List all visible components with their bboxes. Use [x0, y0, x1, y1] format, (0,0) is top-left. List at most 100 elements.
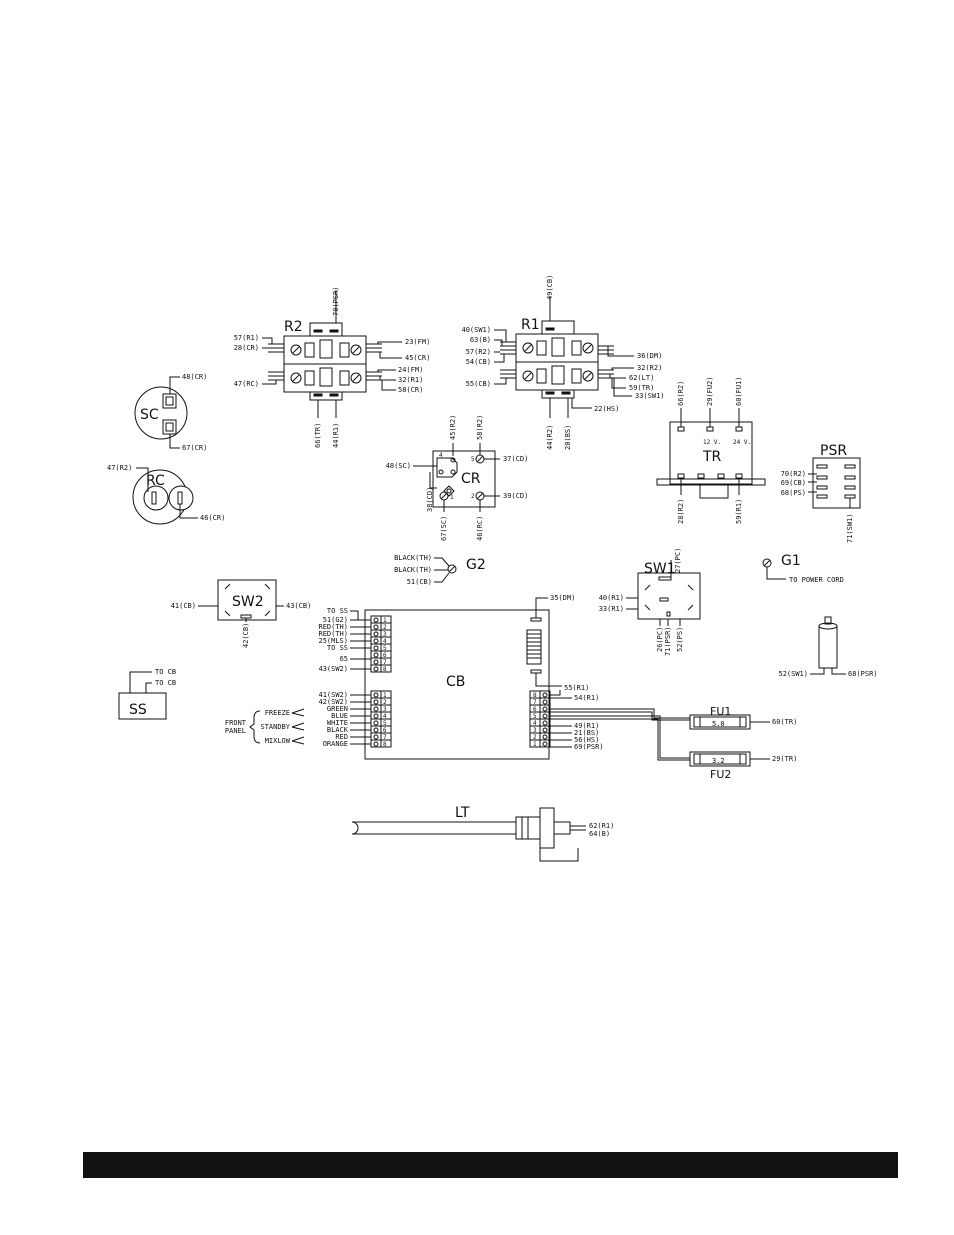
psr-wire-label: 68(PS): [781, 489, 806, 497]
cb-wire-label: 54(R1): [574, 694, 599, 702]
tr-voltage-label: 12 V.: [703, 439, 721, 446]
switch-sw2: SW2 41(CB) 43(CB) 42(CB): [171, 579, 311, 648]
cr-wire-label: 46(RC): [476, 516, 484, 541]
cb-pin: 5: [533, 713, 537, 720]
cb-wire-color: BLUE: [331, 712, 348, 720]
cr-terminal: 2: [471, 493, 475, 500]
cb-pin: 3: [533, 727, 537, 734]
cb-pin: 2: [533, 734, 537, 741]
r1-wire-label: 20(BS): [564, 425, 572, 450]
r2-wire-label: 32(R1): [398, 376, 423, 384]
cb-wire-label: 25(MLS): [318, 637, 348, 645]
cb-pin: 1: [533, 741, 537, 748]
cr-terminal: 4: [439, 452, 443, 459]
tr-wire-label: 28(R2): [677, 499, 685, 524]
lt-label: LT: [455, 805, 470, 821]
r1-wire-label: 36(DM): [637, 352, 662, 360]
cb-wire-label: 56(HS): [574, 736, 599, 744]
r2-wire-label: 70(PSR): [332, 286, 340, 316]
sw1-wire-label: 27(PC): [674, 548, 682, 573]
r1-wire-label: 62(LT): [629, 374, 654, 382]
r2-wire-label: 66(TR): [314, 423, 322, 448]
r1-wire-label: 32(R2): [637, 364, 662, 372]
cb-wire-label: TO SS: [327, 644, 348, 652]
cb-pin: 5: [383, 645, 387, 652]
pressure-switch-ps: 52(SW1) 68(PSR): [778, 616, 878, 678]
cb-pin: 2: [383, 624, 387, 631]
ss-wire-label: TO CB: [155, 668, 176, 676]
cb-wire-color: RED: [335, 733, 348, 741]
start-capacitor-sc: SC 48(CR) 67(CR): [134, 373, 207, 452]
r2-wire-label: 44(R1): [332, 423, 340, 448]
cb-pin: 8: [383, 741, 387, 748]
cb-pin: 8: [383, 666, 387, 673]
r1-wire-label: 59(TR): [629, 384, 654, 392]
tr-label: TR: [702, 449, 722, 465]
transformer-tr: 12 V. 24 V. TR 66(R2) 29(FU2) 60(FU1) 28…: [656, 376, 766, 524]
cb-group-label: STANDBY: [260, 723, 290, 731]
pressure-switch-relay-psr: PSR 70(R2) 69(CB) 68(PS) 71(SW1): [781, 443, 861, 543]
cb-pin: 4: [533, 720, 537, 727]
psr-label: PSR: [820, 443, 847, 459]
r1-wire-label: 55(CB): [466, 380, 491, 388]
r1-wire-label: 63(B): [470, 336, 491, 344]
ps-wire-label: 68(PSR): [848, 670, 878, 678]
rc-label: RC: [146, 473, 165, 489]
cb-wire-color: WHITE: [327, 719, 348, 727]
g1-label: G1: [781, 553, 801, 569]
cb-pin: 4: [383, 713, 387, 720]
g2-wire-label: BLACK(TH): [394, 554, 432, 562]
fuse-fu1: FU1 5.0 60(TR): [689, 705, 797, 730]
tr-wire-label: 60(FU1): [735, 376, 743, 406]
front-panel-label: FRONT: [225, 719, 247, 727]
cb-pin: 7: [383, 734, 387, 741]
tr-wire-label: 29(FU2): [706, 376, 714, 406]
run-capacitor-rc: RC 47(R2) 46(CR): [107, 464, 225, 525]
cb-pin: 6: [383, 727, 387, 734]
sw1-wire-label: 71(PSR): [664, 626, 672, 656]
cr-wire-label: 58(R2): [476, 415, 484, 440]
cb-wire-label: 35(DM): [550, 594, 575, 602]
psr-wire-label: 70(R2): [781, 470, 806, 478]
g2-label: G2: [466, 557, 486, 573]
switch-sw1: SW1 27(PC) 40(R1) 33(R1) 26(PC) 71(PSR) …: [599, 548, 701, 656]
r1-wire-label: 44(R2): [546, 425, 554, 450]
lt-wire-label: 62(R1): [589, 822, 614, 830]
r1-label: R1: [521, 317, 540, 333]
cb-pin: 3: [383, 631, 387, 638]
r2-label: R2: [284, 319, 303, 335]
cb-group-label: MIXLOW: [265, 737, 291, 745]
r2-wire-label: 23(FM): [405, 338, 430, 346]
cb-heatsink-fins: [526, 629, 542, 665]
cb-wire-label: 43(SW2): [318, 665, 348, 673]
cb-pin: 6: [533, 706, 537, 713]
relay-r2: R2 57(R1) 28(CR) 47(RC) 23(FM) 45(CR) 24…: [234, 286, 431, 448]
cb-pin: 4: [383, 638, 387, 645]
r1-wire-label: 33(SW1): [635, 392, 665, 400]
sc-label: SC: [140, 407, 159, 423]
g2-wire-label: BLACK(TH): [394, 566, 432, 574]
cb-label: CB: [446, 674, 465, 690]
cb-wire-label: 51(G2): [323, 616, 348, 624]
cb-pin: 1: [383, 692, 387, 699]
cb-wire-label: TO SS: [327, 607, 348, 615]
cb-pin: 8: [533, 692, 537, 699]
sw2-wire-label: 41(CB): [171, 602, 196, 610]
fu2-wire-label: 29(TR): [772, 755, 797, 763]
sw1-wire-label: 26(PC): [656, 627, 664, 652]
r2-wire-label: 57(R1): [234, 334, 259, 342]
cb-pin: 3: [383, 706, 387, 713]
cb-wire-label: 55(R1): [564, 684, 589, 692]
cb-pin: 5: [383, 720, 387, 727]
cb-wire-color: ORANGE: [323, 740, 348, 748]
cb-wire-label: RED(TH): [318, 630, 348, 638]
ss-label: SS: [129, 702, 147, 718]
g2-wire-label: 51(CB): [407, 578, 432, 586]
cr-wire-label: 37(CD): [503, 455, 528, 463]
r2-wire-label: 24(FM): [398, 366, 423, 374]
fu1-wire-label: 60(TR): [772, 718, 797, 726]
front-panel-label: PANEL: [225, 727, 246, 735]
cb-wire-label: 49(R1): [574, 722, 599, 730]
cb-pin: 1: [383, 617, 387, 624]
sw1-wire-label: 33(R1): [599, 605, 624, 613]
